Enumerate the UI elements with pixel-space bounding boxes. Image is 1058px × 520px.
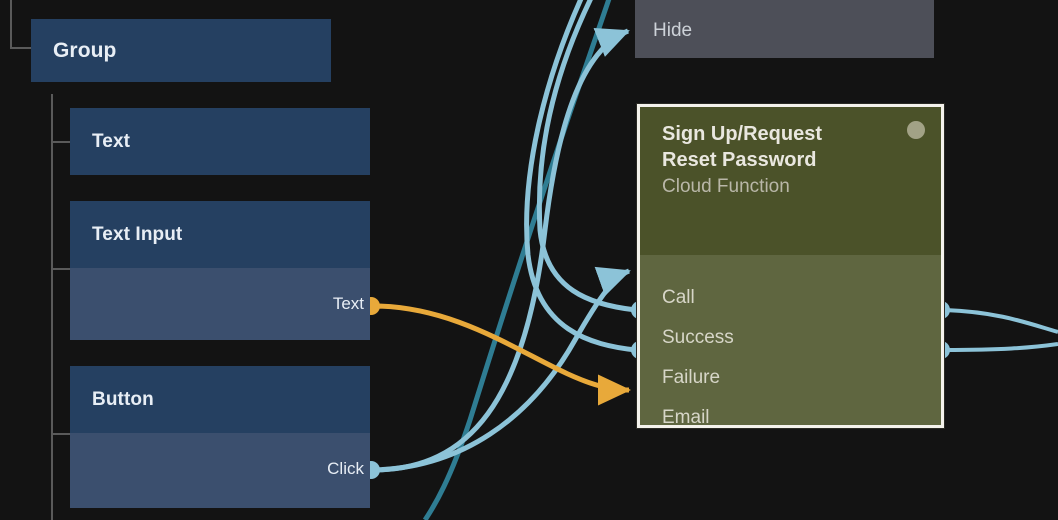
node-button-header[interactable]: Button (70, 366, 370, 433)
node-text-input-header[interactable]: Text Input (70, 201, 370, 268)
children-bracket-tick-text (51, 141, 70, 143)
group-bracket-horizontal (10, 47, 31, 49)
node-button-body: Click (70, 433, 370, 508)
node-hide-label: Hide (653, 20, 693, 41)
wire-click-to-hide (372, 28, 630, 473)
node-group-title: Group (53, 38, 117, 62)
group-bracket-vertical (10, 0, 12, 49)
node-text-input-title: Text Input (92, 223, 183, 245)
node-text-input-body: Text (70, 268, 370, 340)
port-label-failure[interactable]: Failure (662, 367, 721, 388)
wire-passthrough-dark (422, 0, 612, 520)
node-cloud-function-title: Sign Up/Request Reset Password (662, 123, 823, 171)
node-hide[interactable]: Hide (635, 0, 934, 58)
children-bracket-tick-button (51, 433, 70, 435)
port-label-email[interactable]: Email (662, 407, 710, 428)
node-group-header[interactable]: Group (31, 19, 331, 82)
node-cloud-function-ports: Call Success Failure Email (640, 255, 941, 449)
node-text[interactable]: Text (70, 108, 370, 175)
wire-success-out (944, 308, 1058, 334)
node-text-header[interactable]: Text (70, 108, 370, 175)
node-text-title: Text (92, 130, 131, 152)
port-label-success[interactable]: Success (662, 327, 734, 348)
wire-top-to-failure (524, 0, 637, 353)
node-cloud-function-subtitle: Cloud Function (662, 176, 790, 197)
node-cloud-function-header[interactable]: Sign Up/Request Reset Password Cloud Fun… (640, 107, 941, 255)
wire-click-to-call (372, 266, 631, 473)
node-button[interactable]: Button Click (70, 366, 370, 508)
node-cloud-function[interactable]: Sign Up/Request Reset Password Cloud Fun… (637, 104, 944, 428)
port-label-click: Click (327, 459, 364, 478)
node-group[interactable]: Group (31, 19, 331, 82)
port-row-text[interactable]: Text (70, 292, 370, 316)
node-text-input[interactable]: Text Input Text (70, 201, 370, 340)
children-bracket-tick-text-input (51, 268, 70, 270)
port-label-text: Text (332, 294, 364, 313)
children-bracket-vertical (51, 94, 53, 520)
status-dot-icon[interactable] (907, 121, 925, 139)
port-row-click[interactable]: Click (70, 457, 370, 481)
node-button-title: Button (92, 388, 154, 410)
port-label-call[interactable]: Call (662, 287, 695, 308)
wire-text-to-email (372, 303, 632, 406)
wire-top-to-success (536, 0, 637, 313)
wire-failure-out (944, 342, 1058, 352)
